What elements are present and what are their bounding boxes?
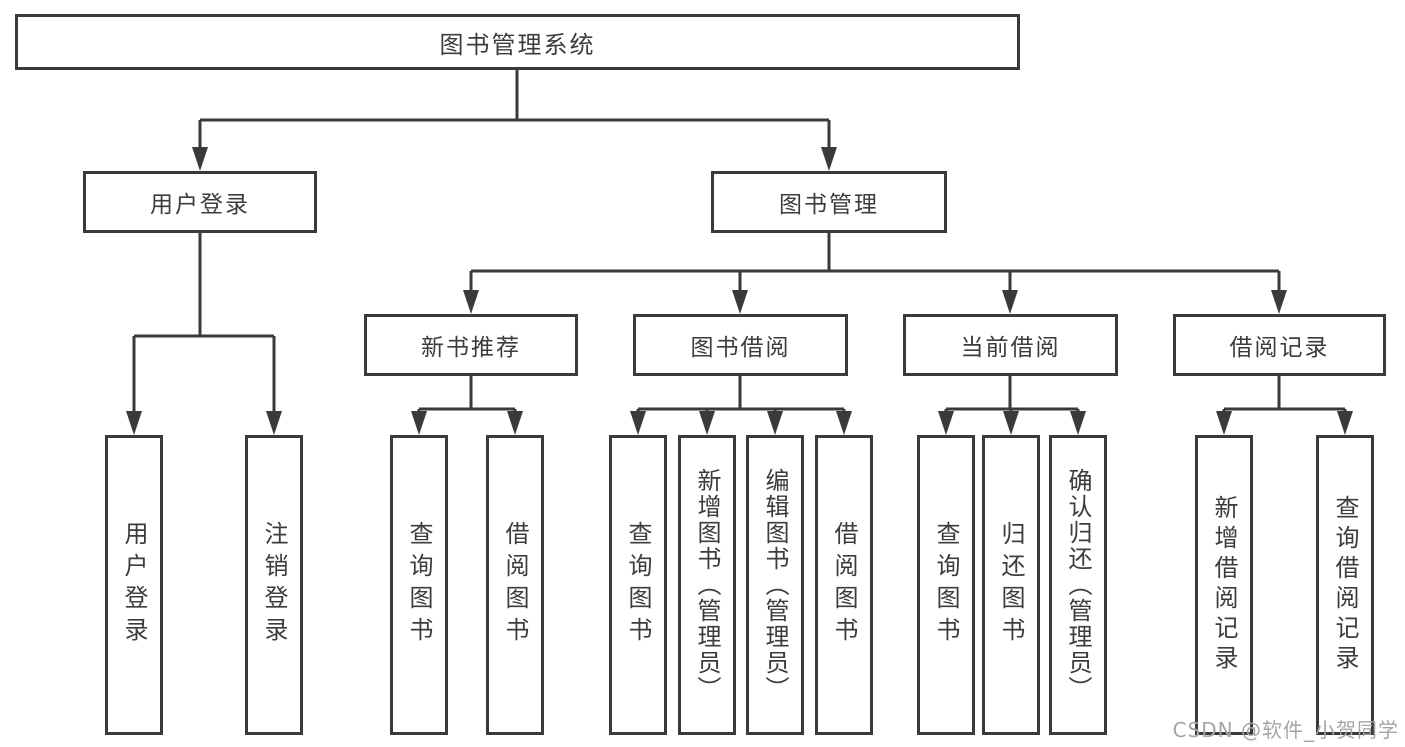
node-current-borrowing: 当前借阅: [903, 314, 1118, 376]
leaf-query-borrow-record: 查询借阅记录: [1316, 435, 1374, 735]
leaf-return-books: 归还图书: [982, 435, 1040, 735]
leaf-borrow-books-2: 借阅图书: [815, 435, 873, 735]
node-book-management: 图书管理: [711, 171, 947, 233]
connector-userlogin-to-leaves: [126, 233, 282, 435]
connector-borrowing-to-leaves: [630, 376, 852, 435]
node-root-library-system: 图书管理系统: [15, 14, 1020, 70]
leaf-add-borrow-record: 新增借阅记录: [1195, 435, 1253, 735]
leaf-confirm-return-admin: 确认归还（管理员）: [1049, 435, 1107, 735]
leaf-borrow-books-1: 借阅图书: [486, 435, 544, 735]
node-borrow-records: 借阅记录: [1173, 314, 1386, 376]
node-book-borrowing: 图书借阅: [633, 314, 848, 376]
node-user-login: 用户登录: [83, 171, 317, 233]
connector-current-to-leaves: [938, 376, 1086, 435]
connector-bookmgmt-to-level3: [463, 233, 1287, 314]
leaf-edit-books-admin: 编辑图书（管理员）: [746, 435, 804, 735]
leaf-query-books-1: 查询图书: [390, 435, 448, 735]
leaf-query-books-3: 查询图书: [917, 435, 975, 735]
leaf-logout: 注销登录: [245, 435, 303, 735]
connector-newbook-to-leaves: [411, 376, 523, 435]
connector-root-to-level2: [192, 70, 837, 171]
csdn-watermark: CSDN @软件_小贺同学: [1172, 718, 1399, 742]
leaf-add-books-admin: 新增图书（管理员）: [678, 435, 736, 735]
node-new-book-recommend: 新书推荐: [364, 314, 578, 376]
leaf-query-books-2: 查询图书: [609, 435, 667, 735]
connector-records-to-leaves: [1216, 376, 1353, 435]
leaf-user-login: 用户登录: [105, 435, 163, 735]
